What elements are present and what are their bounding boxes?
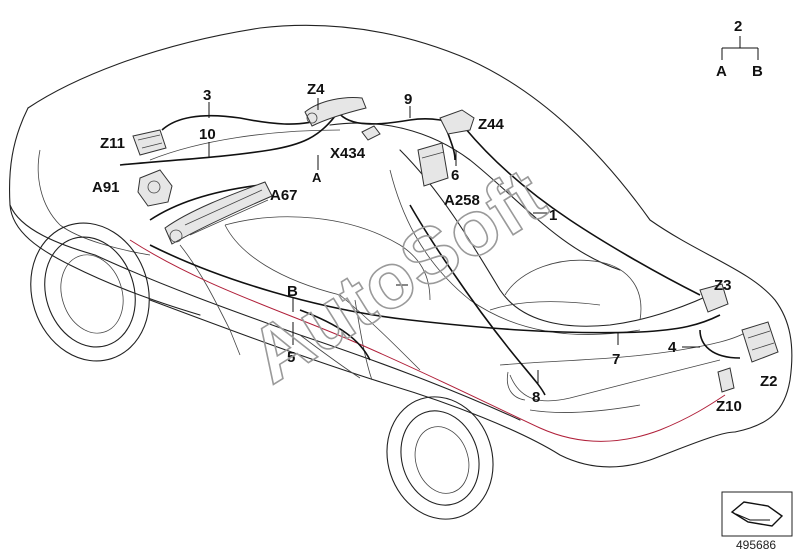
component-a91 [137,169,173,207]
tree-right-label: B [752,63,763,80]
label-4: 4 [668,339,677,356]
label-10: 10 [199,126,216,143]
car-body [8,24,793,468]
label-a67: A67 [270,187,298,204]
component-z10 [717,367,735,393]
label-7: 7 [612,351,620,368]
diagram-icon-box [721,491,793,537]
label-3: 3 [203,87,211,104]
label-a91: A91 [92,179,120,196]
tree-left-label: A [716,63,727,80]
label-a258: A258 [444,192,480,209]
front-wheel [386,396,494,520]
label-z10: Z10 [716,398,742,415]
component-z4 [304,97,367,127]
label-a-connector: A [312,170,322,185]
tree-root-label: 2 [734,18,742,35]
label-z2: Z2 [760,373,778,390]
component-x434 [361,125,381,141]
variant-tree: 2 A B [716,18,763,80]
rear-wheel [30,222,150,362]
label-8: 8 [532,389,540,406]
label-5: 5 [287,349,295,366]
component-z2 [741,321,779,363]
label-6: 6 [451,167,459,184]
component-z3 [699,283,729,313]
label-z3: Z3 [714,277,732,294]
callout-labels: 3 10 Z11 A91 Z4 X434 A A67 9 Z44 6 A258 … [92,81,778,415]
label-b-mid: B [287,283,298,300]
component-a67 [164,181,273,245]
component-a258 [417,142,449,187]
component-z11 [132,129,167,156]
component-z44 [439,109,475,135]
label-z44: Z44 [478,116,505,133]
label-1: 1 [549,207,557,224]
label-z11: Z11 [100,135,125,152]
label-x434: X434 [330,145,366,162]
wire-harness [119,111,741,442]
diagram-id: 495686 [736,538,777,552]
leader-lines [208,98,700,385]
label-z4: Z4 [307,81,325,98]
label-9: 9 [404,91,412,108]
